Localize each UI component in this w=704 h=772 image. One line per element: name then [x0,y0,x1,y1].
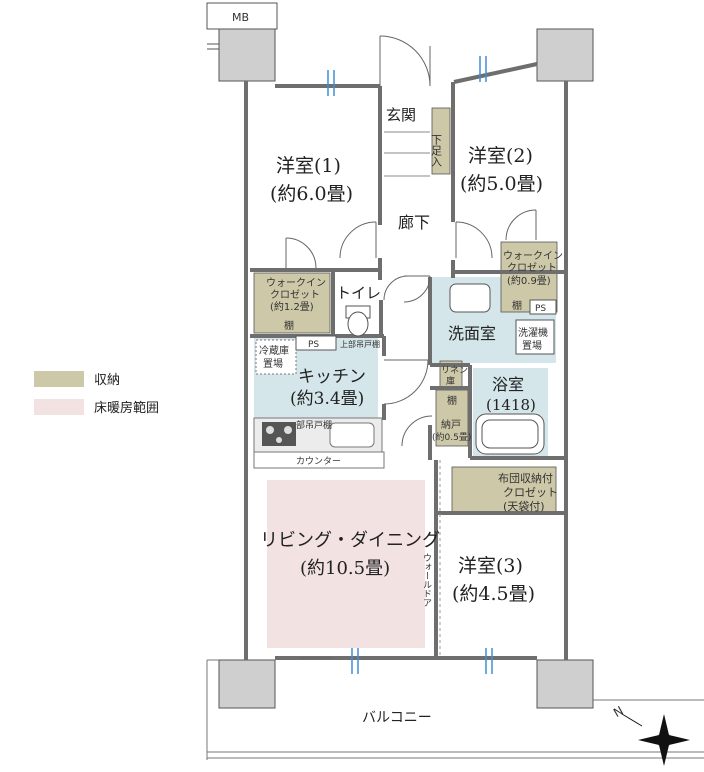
wic2-label-a: ウォークイン [503,250,563,262]
linen-label-b: 庫 [446,375,455,387]
toilet-shelf-label: 上部吊戸棚 [340,339,380,349]
bath-size: (1418) [486,396,536,414]
closet-label-b: (約0.5畳) [432,431,471,443]
closet-storage [435,389,469,447]
washroom-label: 洗面室 [448,324,496,343]
linen-label-a: リネン [441,365,468,376]
futon-label-a: 布団収納付 [498,472,553,485]
futon-label-b: クロゼット [503,486,558,499]
bath-name: 浴室 [492,375,524,394]
pillar-bottom-left [218,659,276,709]
wic1-label-c: (約1.2畳) [270,300,314,313]
wic1-storage [253,272,331,334]
shelf2-label: 棚 [512,299,522,312]
futon-storage [451,466,557,514]
shoe-storage-label: 下足入 [430,134,443,167]
legend-floor-heating-swatch [34,399,84,415]
pillar-bottom-right [536,659,594,709]
cupboard-label: 部吊戸棚 [296,419,332,431]
room3-name: 洋室(3) [458,555,523,577]
toilet-label: トイレ [336,284,381,302]
north-label: N [611,703,626,720]
room2-name: 洋室(2) [468,145,533,167]
room2-size: (約5.0畳) [460,173,543,195]
fridge-space [255,339,297,375]
entrance-step [384,131,430,177]
walls [244,62,568,660]
north-compass [621,713,690,766]
room1-name: 洋室(1) [276,155,341,177]
balcony [206,659,704,760]
floor-heating-area [267,480,425,648]
counter-label: カウンター [296,456,341,467]
ps1-label: PS [308,340,319,350]
legend-storage-label: 収納 [94,373,120,388]
wic1-label-b: クロゼット [270,289,320,301]
wall-door-label: ウォールドア [421,553,432,607]
window-marks [327,56,493,674]
pillar-top-right [536,28,594,82]
mb-box [206,2,278,30]
wic2-label-b: クロゼット [507,262,557,274]
kitchen-size: (約3.4畳) [290,389,364,409]
washer-space [515,319,555,355]
kitchen-sink [329,422,375,448]
living-name: リビング・ダイニング [260,530,440,551]
wic2-label-c: (約0.9畳) [507,274,551,287]
legend-storage-swatch [34,371,84,387]
living-size: (約10.5畳) [300,558,390,579]
legend-floor-heating-label: 床暖房範囲 [94,400,159,416]
ps2-label: PS [535,304,546,314]
room1-size: (約6.0畳) [270,183,353,205]
balcony-label: バルコニー [362,710,432,726]
kitchen-name: キッチン [298,367,366,387]
bathtub [475,413,545,455]
ps-box-1 [295,335,337,351]
mb-label: MB [232,11,249,24]
room3-size: (約4.5畳) [452,583,535,605]
wic1-label-a: ウォークイン [266,277,326,289]
washer-label-a: 洗濯機 [518,326,548,339]
legend: 収納 床暖房範囲 [34,371,159,416]
fridge-label-a: 冷蔵庫 [259,344,289,357]
washer-label-b: 置場 [522,339,542,352]
doors [285,35,537,659]
ps-box-2 [529,299,557,315]
futon-label-c: (天袋付) [503,499,545,513]
shelf1-label: 棚 [284,319,294,332]
fridge-label-b: 置場 [263,357,283,370]
toilet-bowl [347,311,369,337]
wash-basin [449,283,491,313]
pillar-top-left [218,28,276,82]
shelf3-label: 棚 [447,394,457,407]
hallway-label: 廊下 [398,213,430,232]
closet-label-a: 納戸 [441,418,461,431]
shoe-storage [431,107,451,175]
entrance-label: 玄関 [386,106,416,124]
